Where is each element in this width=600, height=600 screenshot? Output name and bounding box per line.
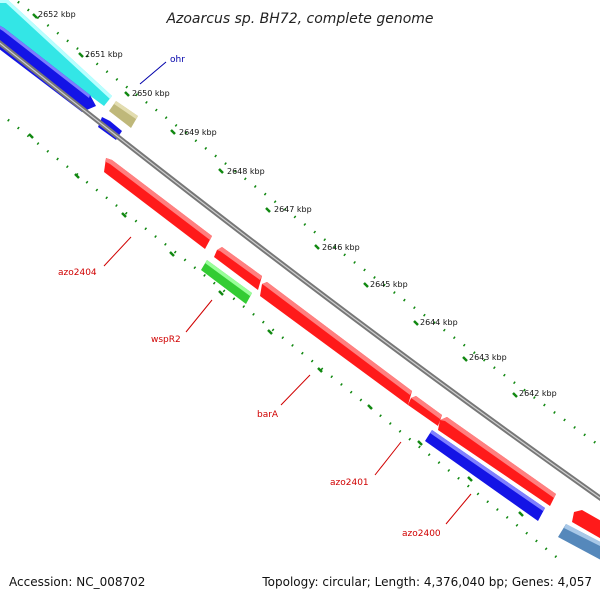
feature-azo2404[interactable] [104, 158, 212, 249]
feature-steel[interactable] [558, 524, 600, 566]
map-title: Azoarcus sp. BH72, complete genome [165, 11, 433, 27]
tick-label: 2651 kbp [85, 50, 123, 59]
gene-label-azo2400: azo2400 [402, 529, 441, 539]
tick-label: 2646 kbp [322, 243, 360, 252]
tick-label: 2643 kbp [469, 353, 507, 362]
tick-labels: 2652 kbp 2651 kbp 2650 kbp 2649 kbp 2648… [38, 10, 557, 398]
feature-barA[interactable] [260, 282, 412, 405]
feature-red-edge[interactable] [572, 510, 600, 545]
gene-label-wspR2: wspR2 [151, 335, 181, 345]
feature-blue-lower[interactable] [425, 430, 545, 521]
tick-label: 2645 kbp [370, 280, 408, 289]
feature-wspR2[interactable] [201, 260, 252, 304]
tick-label: 2652 kbp [38, 10, 76, 19]
feature-azo2401[interactable] [438, 417, 556, 506]
genome-backbone [0, 40, 600, 501]
outer-tick-track [13, 0, 600, 448]
feature-ohr[interactable] [109, 101, 138, 128]
tick-label: 2642 kbp [519, 389, 557, 398]
feature-red-small-2[interactable] [408, 396, 442, 426]
tick-label: 2647 kbp [274, 205, 312, 214]
gene-labels: ohr azo2404 wspR2 barA azo2401 azo2400 [58, 55, 441, 539]
accession-text: Accession: NC_008702 [9, 575, 145, 589]
gene-label-barA: barA [257, 410, 279, 420]
feature-red-small-1[interactable] [214, 247, 262, 290]
genome-summary-text: Topology: circular; Length: 4,376,040 bp… [261, 575, 592, 589]
label-leaders [103, 61, 472, 525]
outer-major-ticks [32, 13, 518, 398]
tick-label: 2648 kbp [227, 167, 265, 176]
tick-label: 2649 kbp [179, 128, 217, 137]
inner-tick-track [0, 111, 561, 561]
gene-label-ohr: ohr [170, 55, 185, 65]
tick-label: 2650 kbp [132, 89, 170, 98]
gene-label-azo2401: azo2401 [330, 478, 369, 488]
feature-cyan[interactable] [0, 0, 112, 106]
gene-label-azo2404: azo2404 [58, 268, 97, 278]
feature-blue-upper[interactable] [0, 20, 96, 112]
tick-label: 2644 kbp [420, 318, 458, 327]
inner-major-ticks [28, 133, 524, 517]
